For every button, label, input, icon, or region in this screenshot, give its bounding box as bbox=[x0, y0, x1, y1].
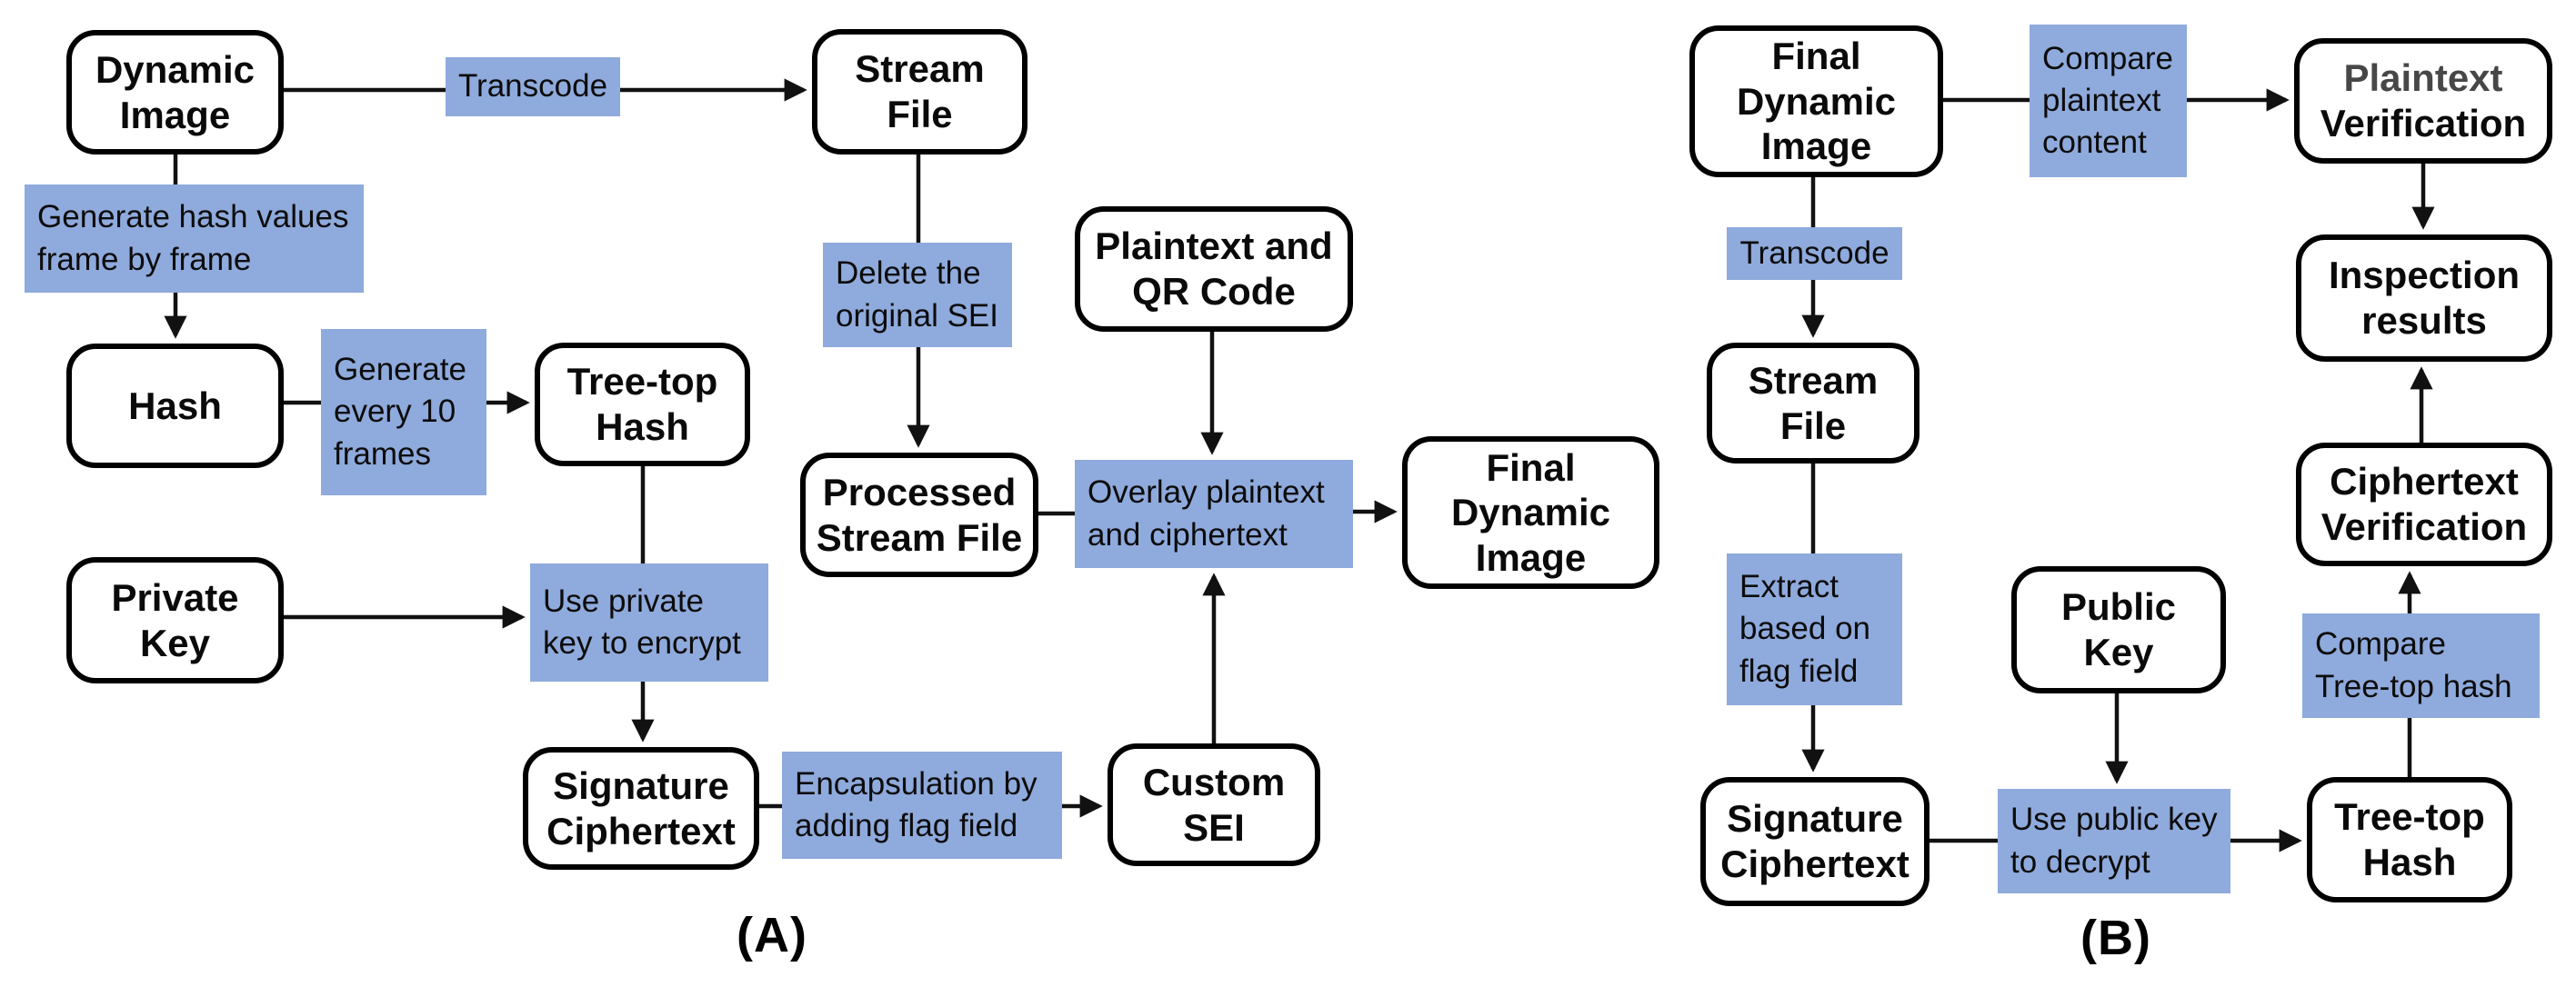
node-signature-ciphertext-b: Signature Ciphertext bbox=[1700, 777, 1929, 906]
node-public-key: Public Key bbox=[2011, 566, 2226, 693]
caption-part-a: (A) bbox=[737, 908, 807, 962]
node-signature-ciphertext-a: Signature Ciphertext bbox=[523, 747, 759, 870]
node-tree-top-hash-b: Tree-top Hash bbox=[2307, 777, 2512, 902]
op-delete-original-sei: Delete the original SEI bbox=[823, 243, 1012, 347]
op-compare-tree-top-hash: Compare Tree-top hash bbox=[2302, 613, 2540, 718]
node-dynamic-image: Dynamic Image bbox=[66, 30, 284, 155]
op-compare-plaintext-content: Compare plaintext content bbox=[2030, 25, 2187, 177]
caption-part-b: (B) bbox=[2080, 911, 2151, 965]
node-stream-file-b: Stream File bbox=[1707, 343, 1919, 464]
op-transcode-a: Transcode bbox=[446, 57, 620, 116]
node-custom-sei: Custom SEI bbox=[1108, 743, 1320, 866]
node-final-dynamic-image-b: Final Dynamic Image bbox=[1689, 25, 1943, 177]
node-private-key: Private Key bbox=[66, 557, 284, 683]
node-tree-top-hash-a: Tree-top Hash bbox=[535, 343, 750, 466]
node-plaintext-qr-code: Plaintext and QR Code bbox=[1075, 206, 1353, 332]
node-stream-file-a: Stream File bbox=[812, 29, 1027, 155]
op-generate-every-10: Generate every 10 frames bbox=[321, 329, 486, 495]
op-extract-flag-field: Extract based on flag field bbox=[1727, 553, 1902, 705]
node-plaintext-verification: Plaintext Verification bbox=[2294, 38, 2552, 164]
node-inspection-results: Inspection results bbox=[2296, 234, 2552, 362]
node-processed-stream-file: Processed Stream File bbox=[800, 453, 1038, 577]
op-generate-hash-values: Generate hash values frame by frame bbox=[25, 184, 364, 293]
op-transcode-b: Transcode bbox=[1727, 227, 1902, 280]
op-use-private-key: Use private key to encrypt bbox=[530, 563, 768, 682]
node-hash: Hash bbox=[66, 344, 284, 468]
op-use-public-key: Use public key to decrypt bbox=[1998, 789, 2230, 893]
op-encapsulation-flag-field: Encapsulation by adding flag field bbox=[782, 752, 1062, 859]
plaintext-verification-word-1: Plaintext bbox=[2343, 56, 2503, 100]
op-overlay-plaintext-ciphertext: Overlay plaintext and ciphertext bbox=[1075, 460, 1353, 568]
node-ciphertext-verification: Ciphertext Verification bbox=[2296, 443, 2552, 566]
plaintext-verification-word-2: Verification bbox=[2320, 102, 2527, 145]
node-final-dynamic-image-a: Final Dynamic Image bbox=[1402, 436, 1659, 589]
